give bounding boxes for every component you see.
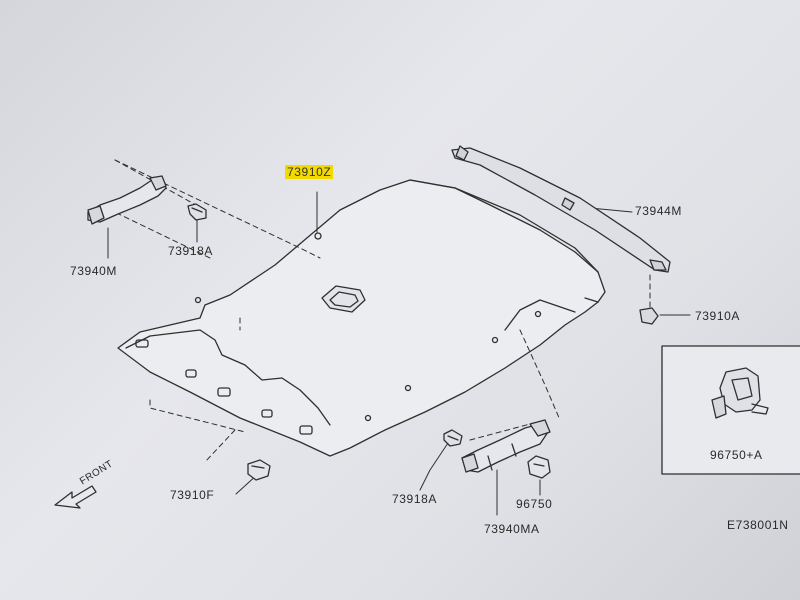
callout-clip-right[interactable]: 73910A: [695, 309, 740, 323]
callout-grip-bottom[interactable]: 73940MA: [484, 522, 540, 536]
coat-hook: [527, 455, 551, 479]
clip-right: [639, 307, 659, 325]
callout-headlining[interactable]: 73910Z: [285, 165, 334, 179]
front-arrow: [54, 485, 97, 509]
callout-hook[interactable]: 96750: [516, 497, 553, 511]
inset-detail: [661, 345, 800, 475]
drip-molding: [451, 145, 671, 273]
callout-clip-front[interactable]: 73910F: [170, 488, 215, 502]
assist-grip-left: [87, 175, 167, 225]
headlining-panel: [117, 179, 606, 457]
clip-left: [187, 203, 207, 221]
callout-clip-left[interactable]: 73918A: [168, 244, 213, 258]
clip-front: [247, 459, 271, 481]
callout-grip-left[interactable]: 73940M: [70, 264, 117, 278]
callout-drip-molding[interactable]: 73944M: [635, 204, 682, 218]
diagram-code: E738001N: [727, 518, 789, 532]
clip-bottom: [443, 429, 463, 447]
highlighted-part-number: 73910Z: [285, 165, 334, 179]
callout-hook-alt[interactable]: 96750+A: [710, 448, 763, 462]
callout-clip-bottom[interactable]: 73918A: [392, 492, 437, 506]
assist-grip-bottom: [461, 419, 551, 473]
